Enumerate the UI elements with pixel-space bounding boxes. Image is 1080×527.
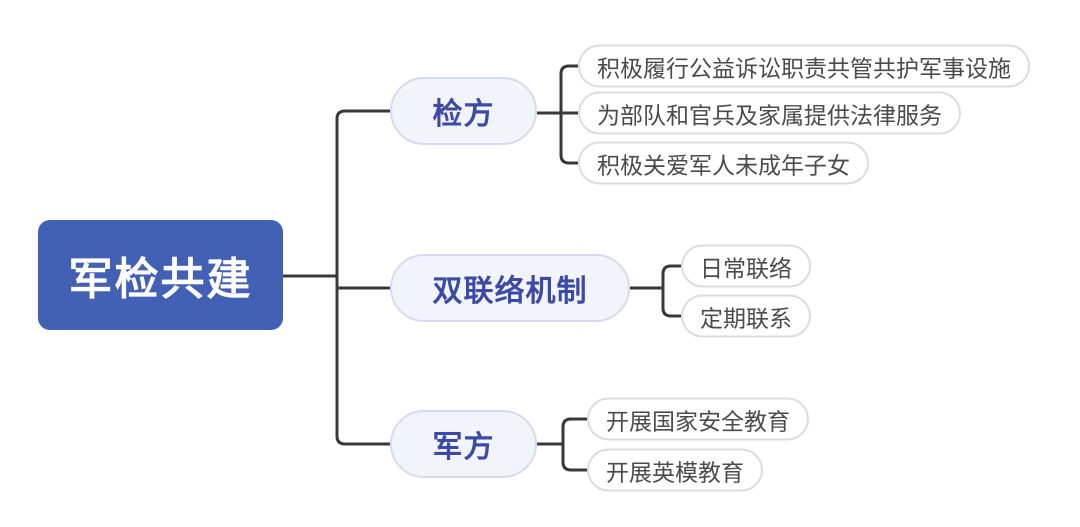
branch-node-liaison-mechanism: 双联络机制	[390, 254, 630, 322]
root-node: 军检共建	[38, 220, 283, 330]
leaf-node: 开展国家安全教育	[587, 397, 809, 441]
branch-node-military: 军方	[390, 410, 537, 478]
connector-trunk	[335, 109, 390, 446]
leaf-node: 日常联络	[681, 244, 811, 288]
branch-node-prosecution: 检方	[390, 77, 537, 145]
leaf-node: 定期联系	[681, 294, 811, 338]
leaf-node: 为部队和官兵及家属提供法律服务	[578, 91, 961, 135]
connector-branch2-bracket	[661, 264, 681, 318]
leaf-node: 开展英模教育	[587, 448, 763, 492]
leaf-node: 积极履行公益诉讼职责共管共护军事设施	[578, 44, 1030, 88]
leaf-node: 积极关爱军人未成年子女	[578, 141, 869, 185]
connector-branch3-bracket	[561, 417, 587, 472]
